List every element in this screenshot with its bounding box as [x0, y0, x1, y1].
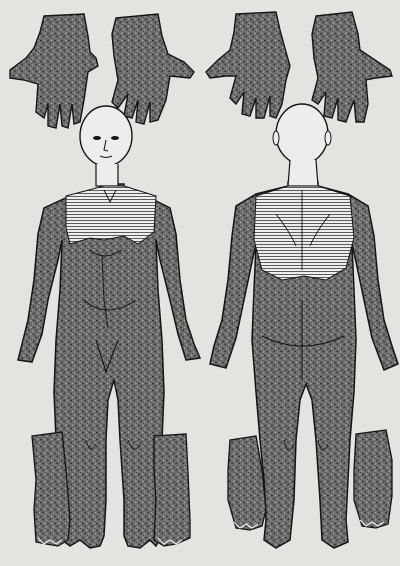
- foot-back-right: [354, 430, 392, 528]
- hand-right-back: [312, 12, 392, 122]
- back-head: [276, 104, 328, 164]
- foot-front-left: [32, 432, 70, 546]
- hand-left-back: [112, 14, 194, 124]
- hand-right-palm: [206, 12, 290, 118]
- foot-front-right: [154, 434, 190, 546]
- hand-left-palm: [10, 14, 98, 128]
- back-upper-hatched: [254, 186, 354, 280]
- front-chest-hatched: [66, 186, 156, 244]
